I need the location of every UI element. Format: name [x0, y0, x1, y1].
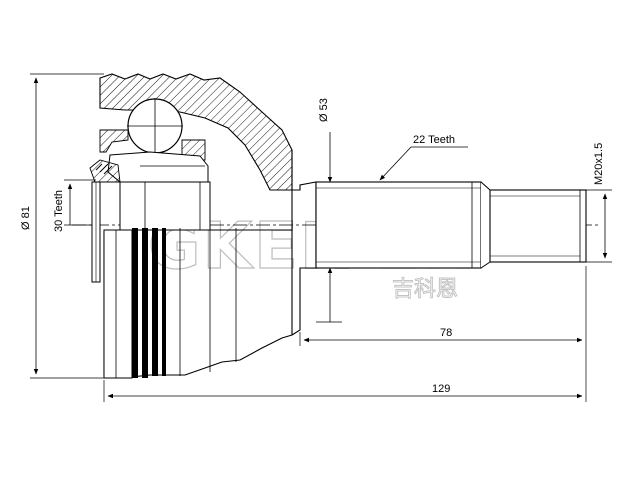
dim-length-total: 129 — [103, 346, 587, 402]
groove-3 — [152, 228, 158, 376]
boot-body — [103, 181, 292, 379]
ball-cage — [99, 98, 209, 183]
inner-race — [107, 151, 209, 183]
dim-diameter-shaft: Ø 53 — [316, 98, 342, 323]
body-upper — [119, 181, 211, 231]
leader-diagonal — [379, 146, 412, 181]
inner-hub — [89, 159, 121, 283]
dim-label-thread: M20x1.5 — [593, 143, 605, 185]
dim-label-78: 78 — [440, 327, 452, 339]
dim-label-81: Ø 81 — [20, 206, 32, 230]
groove-2 — [142, 228, 148, 378]
ring-left — [103, 229, 133, 379]
groove-1 — [132, 228, 138, 378]
thread-section — [489, 189, 587, 263]
spline-teeth — [95, 163, 113, 175]
dim-diameter-outer: Ø 81 — [20, 73, 104, 379]
stub-shaft — [315, 181, 587, 269]
dim-label-22-teeth: 22 Teeth — [413, 134, 455, 146]
dim-outer-teeth: 22 Teeth — [379, 134, 468, 181]
dim-label-30-teeth: 30 Teeth — [53, 190, 65, 232]
dim-thread: M20x1.5 — [586, 143, 612, 263]
dim-inner-teeth: 30 Teeth — [53, 179, 96, 232]
shaft-body — [315, 181, 482, 269]
shaft-chamfer — [480, 181, 491, 269]
dim-label-53: Ø 53 — [318, 98, 330, 122]
watermark-sub: 吉科恩 — [392, 277, 458, 302]
dim-label-129: 129 — [432, 383, 450, 395]
groove-4 — [162, 228, 166, 376]
cage-left — [99, 129, 129, 153]
dim-length-shaft: 78 — [299, 266, 587, 346]
